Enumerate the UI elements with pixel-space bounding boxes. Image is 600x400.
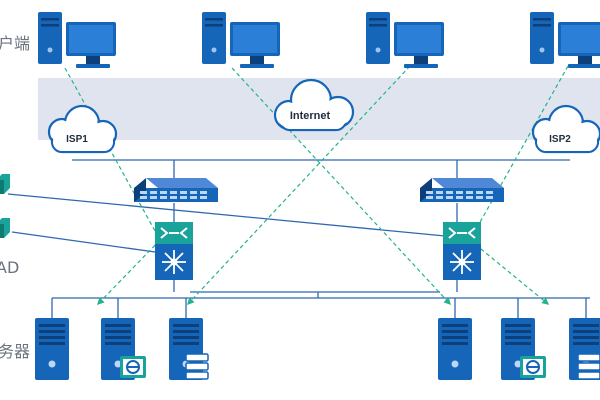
router-icon [134,178,218,202]
isp2-label: ISP2 [549,134,571,145]
core-switch-icon [154,221,194,281]
traffic-paths [64,65,569,306]
browser-e-icon [519,355,547,379]
isp1-cloud: ISP1 [47,104,118,154]
internet-label: Internet [290,110,331,122]
desktop-computer-icon [202,12,280,68]
core-switch-icon [442,221,482,281]
router-icon [420,178,504,202]
disk-stack-icon [577,353,600,380]
desktop-computer-icon [366,12,444,68]
browser-e-icon [119,355,147,379]
access-link-upper [7,193,446,237]
server-tower-icon [35,318,69,380]
clients-label: 户端 [0,34,31,53]
network-links [7,159,590,318]
access-link-lower [11,231,156,253]
isp2-cloud: ISP2 [531,104,600,154]
servers-label: 务器 [0,342,31,361]
disk-stack-icon [185,353,209,380]
ad-label: AD [0,258,20,277]
desktop-computer-icon [38,12,116,68]
access-switch-icon [0,174,10,194]
desktop-computer-icon [530,12,600,68]
isp1-label: ISP1 [66,134,88,145]
internet-cloud: Internet [273,78,355,132]
access-switch-icon [0,218,10,238]
server-tower-icon [438,318,472,380]
